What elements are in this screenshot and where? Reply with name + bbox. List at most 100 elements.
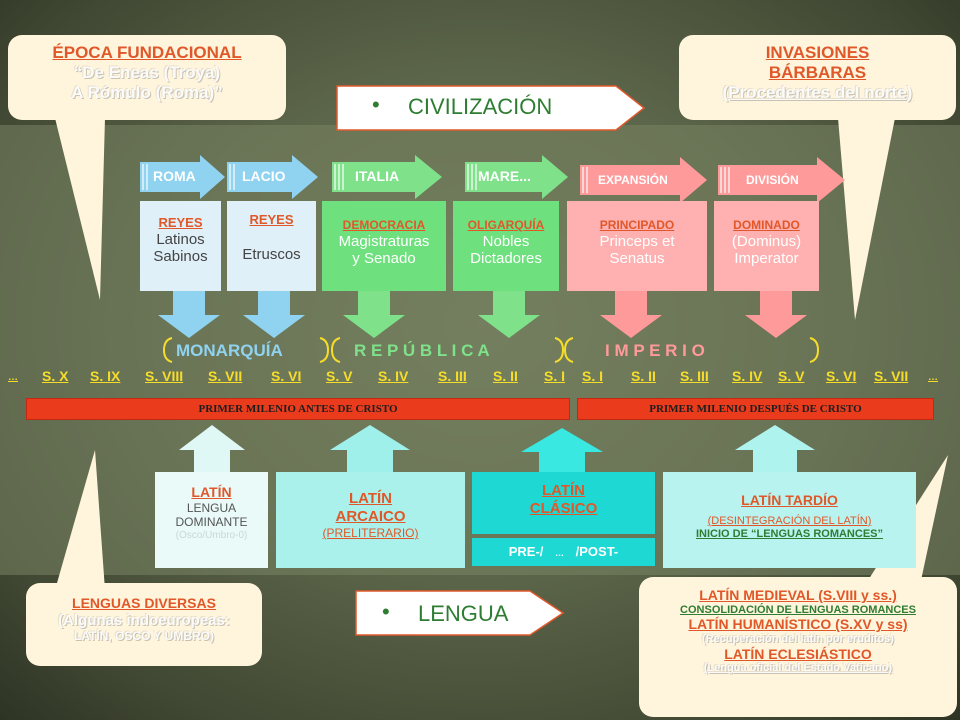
lenguas-callout: LENGUAS DIVERSAS (Algunas indoeuropeas: … (26, 583, 262, 666)
millennium-ad-bar: PRIMER MILENIO DESPUÉS DE CRISTO (577, 398, 934, 420)
lang-arcaico-l1: (PRELITERARIO) (322, 526, 419, 540)
republica-left-bracket (330, 337, 341, 363)
phase-roma-title: REYES (158, 215, 203, 230)
phase-expansion-l1: Princeps et (599, 232, 675, 250)
lengua-header-shape (355, 590, 565, 636)
medieval-callout: LATÍN MEDIEVAL (S.VIII y ss.) CONSOLIDAC… (639, 577, 957, 717)
phase-lacio-title: REYES (249, 212, 294, 227)
roma-arrow (140, 155, 225, 199)
lang-arcaico-title2: ARCAICO (335, 508, 406, 525)
phase-roma-l1: Latinos (156, 230, 205, 248)
lang-box-clasico: LATÍN CLÁSICO (472, 472, 655, 534)
millennium-bc-bar: PRIMER MILENIO ANTES DE CRISTO (26, 398, 570, 420)
lang-latin-l2: DOMINANTE (175, 515, 248, 530)
lang-box-tardio: LATÍN TARDÍO (DESINTEGRACIÓN DEL LATÍN) … (663, 472, 916, 568)
lenguas-tail (55, 450, 105, 590)
millennium-ad-label: PRIMER MILENIO DESPUÉS DE CRISTO (649, 403, 862, 415)
fundacional-line1: “De Eneas (Troya) (73, 63, 221, 83)
fundacional-callout: ÉPOCA FUNDACIONAL “De Eneas (Troya) A Ró… (8, 35, 286, 120)
phase-lacio-l2: Etruscos (242, 245, 301, 263)
down-arrow-roma (158, 290, 220, 338)
imperio-right-bracket (809, 337, 820, 363)
lang-arcaico-title1: LATÍN (348, 490, 393, 507)
up-arrow-clasico (521, 428, 603, 472)
republica-right-bracket (554, 337, 565, 363)
lang-box-arcaico: LATÍN ARCAICO (PRELITERARIO) (276, 472, 465, 568)
century-bc-3: S. III (438, 368, 467, 384)
lang-box-latin: LATÍN LENGUA DOMINANTE (Osco/Umbro-0) (155, 472, 268, 568)
lang-tardio-title: LATÍN TARDÍO (741, 492, 838, 508)
lang-latin-l3: (Osco/Umbro-0) (175, 529, 248, 541)
lang-clasico-prepost: PRE-/ … /POST- (472, 538, 655, 566)
italia-arrow (332, 155, 442, 199)
invasiones-title2: BÁRBARAS (768, 63, 867, 83)
lang-clasico-mid: … (555, 548, 565, 558)
fundacional-tail (55, 118, 105, 300)
phase-italia-l2: y Senado (352, 250, 416, 268)
phase-expansion-label: EXPANSIÓN (598, 173, 668, 187)
century-ad-5: S. V (778, 368, 805, 384)
invasiones-tail (838, 118, 895, 320)
up-arrow-arcaico (330, 425, 410, 472)
phase-roma-l2: Sabinos (153, 248, 208, 266)
period-monarquia: MONARQUÍA (176, 341, 283, 360)
phase-box-italia: DEMOCRACIA Magistraturas y Senado (322, 201, 446, 291)
lang-latin-l1: LENGUA (186, 500, 237, 515)
century-ad-1: S. I (582, 368, 604, 384)
invasiones-line1: (Procedentes del norte) (722, 83, 913, 103)
century-bc-4: S. IV (378, 368, 409, 384)
century-bc-7: S. VII (208, 368, 243, 384)
period-republica: R E P Ú B L I C A (354, 341, 490, 360)
phase-box-expansion: PRINCIPADO Princeps et Senatus (567, 201, 707, 291)
phase-roma-label: ROMA (153, 168, 196, 184)
century-ad-3: S. III (680, 368, 709, 384)
phase-lacio-label: LACIO (242, 168, 286, 184)
civilizacion-header: CIVILIZACIÓN (408, 94, 553, 119)
down-arrow-mare (478, 290, 540, 338)
medieval-l5: LATÍN ECLESIÁSTICO (724, 645, 872, 662)
division-arrow (718, 157, 845, 203)
lang-clasico-title2: CLÁSICO (529, 500, 598, 517)
century-ellipsis-end: … (928, 372, 938, 383)
phase-mare-l1: Nobles (482, 232, 530, 250)
up-arrow-tardio (735, 425, 815, 472)
invasiones-callout: INVASIONES BÁRBARAS (Procedentes del nor… (679, 35, 956, 120)
century-ad-6: S. VI (826, 368, 857, 384)
century-bc-6: S. VI (271, 368, 302, 384)
expansion-arrow (580, 157, 707, 203)
lang-latin-title: LATÍN (191, 484, 232, 500)
medieval-l6: (Lengua oficial del Estado Vaticano) (703, 662, 893, 675)
century-ad-7: S. VII (874, 368, 909, 384)
fundacional-line2: A Rómulo (Roma)” (71, 83, 223, 103)
century-bc-9: S. IX (90, 368, 121, 384)
monarquia-left-bracket (162, 337, 173, 363)
civilizacion-header-shape (336, 85, 646, 131)
down-arrow-expansion (600, 290, 662, 338)
century-bc-8: S. VIII (145, 368, 184, 384)
phase-box-division: DOMINADO (Dominus) Imperator (714, 201, 819, 291)
phase-expansion-l2: Senatus (609, 250, 665, 268)
lacio-arrow (227, 155, 318, 199)
lenguas-title: LENGUAS DIVERSAS (72, 595, 216, 611)
lang-clasico-post: /POST- (575, 544, 619, 559)
lengua-bullet: • (382, 599, 390, 624)
century-bc-10: S. X (42, 368, 69, 384)
phase-division-label: DIVISIÓN (746, 173, 799, 187)
phase-mare-l2: Dictadores (470, 250, 542, 268)
civilizacion-bullet: • (372, 92, 380, 117)
phase-box-mare: OLIGARQUÍA Nobles Dictadores (453, 201, 559, 291)
down-arrow-lacio (243, 290, 305, 338)
century-ad-4: S. IV (732, 368, 763, 384)
century-ad-2: S. II (631, 368, 656, 384)
phase-division-title: DOMINADO (733, 218, 800, 232)
lang-clasico-pre: PRE-/ (508, 544, 544, 559)
lenguas-line2: LATÍN, OSCO Y UMBRO) (73, 629, 214, 644)
phase-mare-title: OLIGARQUÍA (467, 218, 545, 232)
century-bc-2: S. II (493, 368, 518, 384)
phase-box-lacio: REYES Etruscos (227, 201, 316, 291)
